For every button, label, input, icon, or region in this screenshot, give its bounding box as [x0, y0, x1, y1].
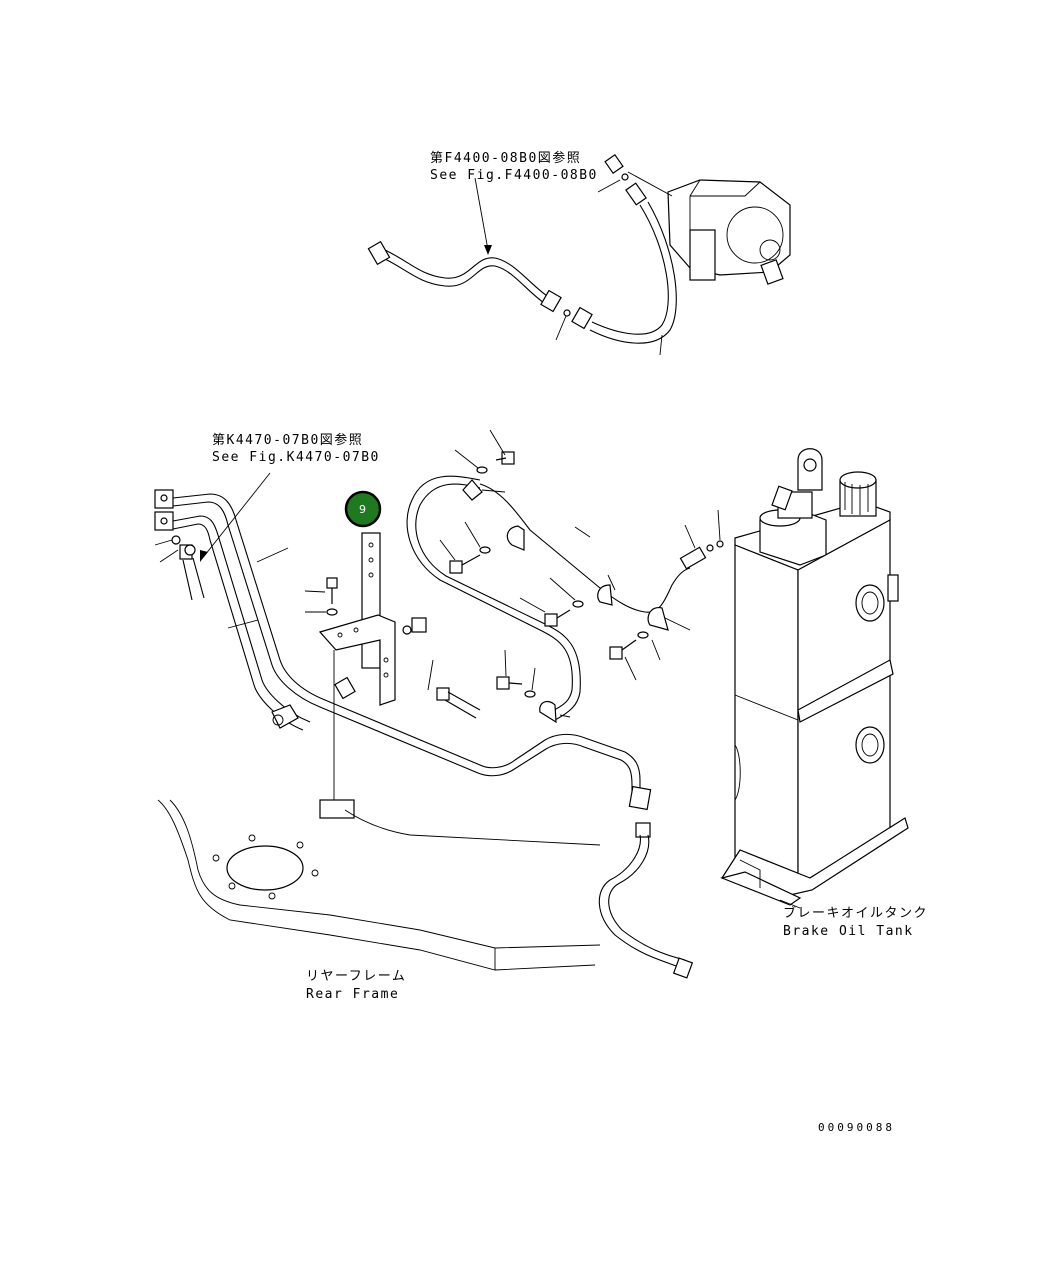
- ref-f4400-en: See Fig.F4400-08B0: [430, 168, 598, 183]
- ref-k4470-jp: 第K4470-07B0図参照: [212, 432, 363, 448]
- frame-label-jp: リヤーフレーム: [306, 969, 406, 984]
- tank-label-jp: ブレーキオイルタンク: [783, 905, 928, 921]
- rear-frame: [157, 799, 694, 979]
- callout-number: 9: [359, 503, 366, 516]
- center-hose-assembly: [406, 429, 724, 724]
- drawing-code: 00090088: [818, 1121, 895, 1134]
- brake-oil-tank: [720, 448, 909, 909]
- ref-f4400-jp: 第F4400-08B0図参照: [430, 150, 581, 166]
- bracket-assembly: [304, 532, 427, 819]
- tank-label-en: Brake Oil Tank: [783, 924, 914, 939]
- frame-label-en: Rear Frame: [306, 987, 399, 1002]
- callout-marker[interactable]: 9: [344, 490, 382, 528]
- left-pipe-assembly: [154, 472, 652, 838]
- upper-hose-assembly: [367, 153, 791, 356]
- ref-k4470-en: See Fig.K4470-07B0: [212, 450, 380, 465]
